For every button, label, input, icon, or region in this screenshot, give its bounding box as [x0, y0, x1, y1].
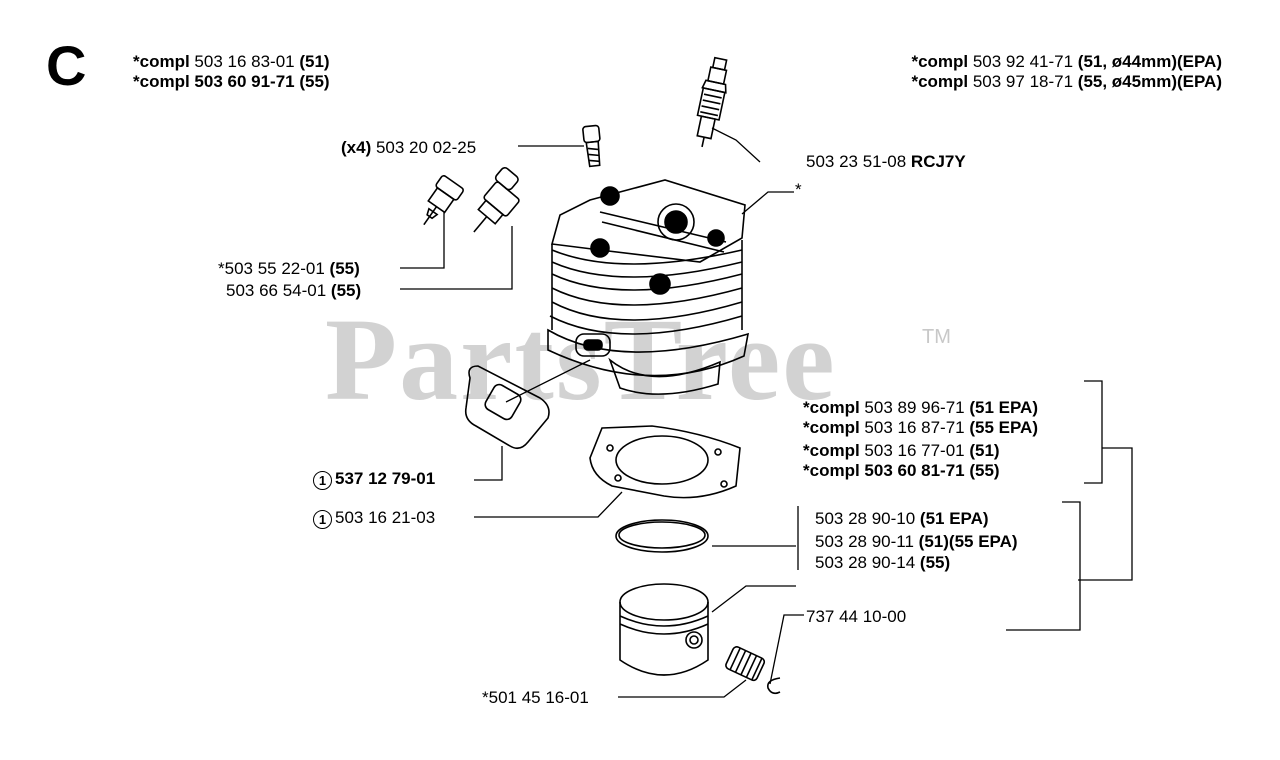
ring-line-1[interactable]: 503 28 90-10 (51 EPA) [815, 509, 989, 528]
star-marker: * [911, 72, 919, 91]
model-tag: (55) [299, 72, 330, 91]
star-marker: * [133, 52, 140, 71]
top-right-line-2[interactable]: *compl 503 97 18-71 (55, ø45mm)(EPA) [911, 72, 1222, 91]
model-tag: (55) [329, 259, 360, 278]
decompression-valve-2-drawing [473, 166, 520, 233]
base-gasket-drawing [589, 425, 741, 499]
part-number: 503 23 51-08 [806, 152, 911, 171]
part-number: 503 89 96-71 [859, 398, 970, 417]
part-number: 537 12 79-01 [335, 469, 436, 488]
part-number: 503 16 77-01 [859, 441, 970, 460]
model-tag: (51, ø44mm)(EPA) [1077, 52, 1222, 71]
watermark-text: PartsTree [325, 294, 837, 425]
spark-plug-code: RCJ7Y [910, 152, 966, 171]
compl-label: compl [809, 461, 860, 480]
model-tag: (55) [330, 281, 362, 300]
decompression-valve-1-label[interactable]: *503 55 22-01 (55) [218, 259, 360, 278]
circled-number: 1 [313, 510, 332, 529]
part-number: 503 60 81-71 [859, 461, 970, 480]
model-tag: (51) [299, 52, 330, 71]
part-number: 503 66 54-01 [226, 281, 331, 300]
circled-number: 1 [313, 471, 332, 490]
part-number: 503 28 90-11 [815, 532, 919, 551]
compl-label: compl [139, 72, 190, 91]
intake-gasket-drawing [464, 365, 550, 450]
screw-label[interactable]: (x4) 503 20 02-25 [341, 138, 476, 157]
star-marker: * [133, 72, 140, 91]
needle-bearing-drawing [725, 646, 766, 682]
model-tag: (55) [919, 553, 951, 572]
compl-label: compl [139, 52, 190, 71]
part-number: 503 60 91-71 [189, 72, 300, 91]
part-number: 503 97 18-71 [968, 72, 1078, 91]
part-number: *503 55 22-01 [218, 259, 330, 278]
spark-plug-label[interactable]: 503 23 51-08 RCJ7Y [806, 152, 966, 171]
group-line-2[interactable]: *compl 503 16 87-71 (55 EPA) [803, 418, 1038, 437]
group-line-4[interactable]: *compl 503 60 81-71 (55) [803, 461, 1000, 480]
top-left-line-1[interactable]: *compl 503 16 83-01 (51) [133, 52, 330, 71]
part-number: 503 16 21-03 [335, 508, 436, 527]
star-marker: * [803, 398, 810, 417]
top-right-line-1[interactable]: *compl 503 92 41-71 (51, ø44mm)(EPA) [911, 52, 1222, 71]
piston-drawing [619, 583, 709, 676]
star-marker: * [911, 52, 919, 71]
star-marker: * [803, 418, 810, 437]
model-tag: (55, ø45mm)(EPA) [1077, 72, 1222, 91]
section-letter: C [46, 34, 87, 97]
ring-line-3[interactable]: 503 28 90-14 (55) [815, 553, 950, 572]
model-tag: (55 EPA) [969, 418, 1038, 437]
model-tag: (51)(55 EPA) [918, 532, 1018, 551]
model-tag: (55) [969, 461, 1000, 480]
quantity-prefix: (x4) [341, 138, 372, 157]
part-number: 503 16 83-01 [189, 52, 300, 71]
part-number: 503 92 41-71 [968, 52, 1078, 71]
needle-bearing-label[interactable]: *501 45 16-01 [482, 688, 589, 707]
cylinder-star-label[interactable]: * [795, 180, 802, 199]
top-left-line-2[interactable]: *compl 503 60 91-71 (55) [133, 72, 330, 91]
part-number: 503 28 90-10 [815, 509, 920, 528]
star-marker: * [803, 461, 810, 480]
group-line-3[interactable]: *compl 503 16 77-01 (51) [803, 441, 1000, 460]
decompression-valve-1-drawing [423, 175, 464, 226]
group-line-1[interactable]: *compl 503 89 96-71 (51 EPA) [803, 398, 1038, 417]
piston-ring-drawing [615, 519, 709, 553]
leader-lines [400, 127, 1133, 698]
compl-label: compl [809, 398, 860, 417]
circlip-label[interactable]: 737 44 10-00 [806, 607, 907, 626]
part-number: 503 20 02-25 [371, 138, 477, 157]
decompression-valve-2-label[interactable]: 503 66 54-01 (55) [226, 281, 361, 300]
compl-label: compl [809, 441, 860, 460]
part-number: 503 16 87-71 [859, 418, 970, 437]
circlip-drawing [766, 677, 781, 695]
compl-label: compl [918, 52, 969, 71]
part-number: 503 28 90-14 [815, 553, 920, 572]
compl-label: compl [809, 418, 860, 437]
cylinder-screw-drawing [582, 124, 601, 168]
ring-line-2[interactable]: 503 28 90-11 (51)(55 EPA) [815, 532, 1018, 551]
model-tag: (51) [969, 441, 1000, 460]
compl-label: compl [918, 72, 969, 91]
model-tag: (51 EPA) [969, 398, 1038, 417]
star-marker: * [803, 441, 810, 460]
watermark-trademark: TM [922, 326, 951, 348]
cylinder-drawing [547, 179, 750, 395]
model-tag: (51 EPA) [919, 509, 989, 528]
spark-plug-drawing [696, 56, 728, 148]
